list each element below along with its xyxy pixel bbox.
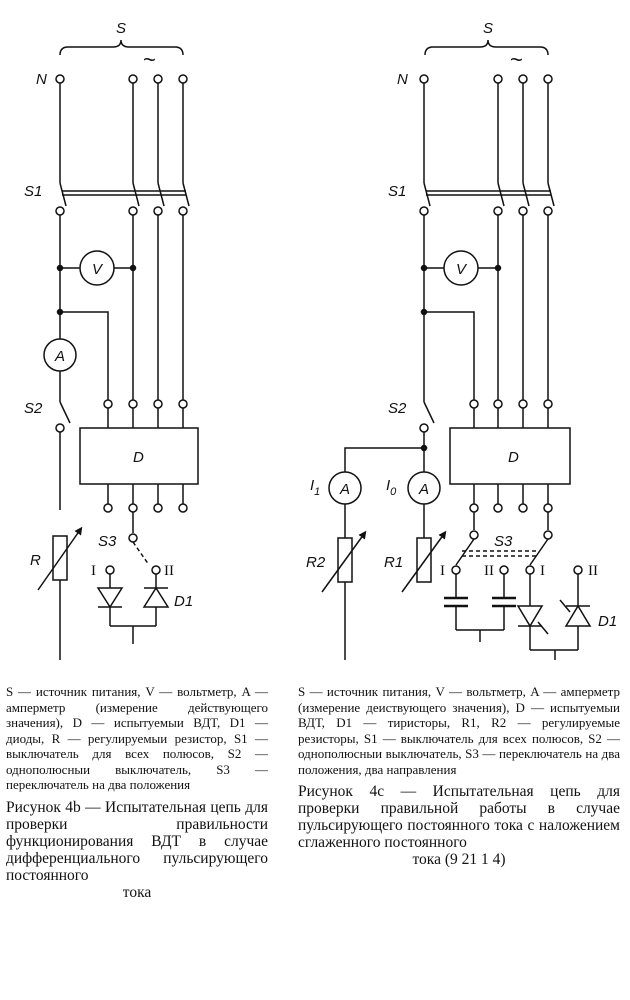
source-brace	[59, 39, 184, 56]
terminal-l1	[128, 74, 138, 84]
switch-s3	[132, 541, 150, 566]
label-ii-a: II	[484, 563, 494, 579]
label-v: V	[92, 261, 104, 278]
device-d	[79, 427, 199, 485]
switch-s1	[55, 182, 190, 216]
label-v: V	[456, 261, 468, 278]
figure-4c-caption: S — источник питания, V — вольтметр, A —…	[298, 684, 620, 868]
label-i0: I0	[386, 477, 397, 498]
label-s2: S2	[24, 400, 43, 417]
switch-s3	[455, 538, 549, 566]
label-a1: A	[339, 481, 350, 498]
label-s3: S3	[98, 533, 117, 550]
diode-d1-a	[96, 587, 124, 609]
figure-4b-title: Рисунок 4b — Испытательная цепь для пров…	[6, 799, 268, 901]
terminal-l3	[178, 74, 188, 84]
figure-4b-legend: S — источник питания, V — вольтметр, A —…	[6, 684, 268, 792]
label-ii-b: II	[588, 563, 598, 579]
terminal-n	[55, 74, 65, 84]
switch-s2	[59, 401, 71, 424]
label-d: D	[508, 449, 519, 466]
thyristor-d1-a	[516, 605, 549, 635]
label-a: A	[54, 348, 65, 365]
label-s1: S1	[24, 183, 42, 200]
capacitor-b	[492, 596, 516, 608]
label-ii: II	[164, 563, 174, 579]
label-s2: S2	[388, 400, 407, 417]
label-r: R	[30, 552, 41, 569]
source-brace	[424, 39, 549, 56]
switch-s2	[423, 401, 435, 424]
diode-d1-b	[142, 586, 170, 608]
label-i1: I1	[310, 477, 320, 498]
label-tilde: ~	[510, 47, 523, 72]
voltmeter	[443, 250, 479, 286]
voltmeter	[79, 250, 115, 286]
label-i: I	[91, 563, 96, 579]
label-n: N	[397, 71, 408, 88]
label-s3: S3	[494, 533, 513, 550]
figure-4b-title-text: Рисунок 4b — Испытательная цепь для пров…	[6, 798, 268, 884]
thyristor-d1-b	[559, 599, 592, 627]
circuit-diagrams: S N ~ S1	[24, 20, 617, 660]
capacitor-a	[444, 596, 468, 608]
figure-4b-circuit: S N ~ S1	[24, 20, 199, 660]
device-d	[449, 427, 571, 485]
label-d: D	[133, 449, 144, 466]
figure-4c-title-last: тока (9 21 1 4)	[412, 851, 506, 868]
label-tilde: ~	[143, 47, 156, 72]
figure-4b-caption: S — источник питания, V — вольтметр, A —…	[6, 684, 268, 901]
terminal-l2	[153, 74, 163, 84]
label-i-b: I	[540, 563, 545, 579]
label-r1: R1	[384, 554, 403, 571]
figure-4b-title-last: тока	[122, 883, 152, 901]
label-a2: A	[418, 481, 429, 498]
label-r2: R2	[306, 554, 326, 571]
label-s: S	[483, 20, 493, 37]
label-s: S	[116, 20, 126, 37]
label-i-a: I	[440, 563, 445, 579]
figure-4c-title-text: Рисунок 4c — Испытательная цепь для пров…	[298, 783, 620, 851]
label-s1: S1	[388, 183, 406, 200]
label-n: N	[36, 71, 47, 88]
figure-4c-circuit: S N ~ S1 V	[306, 20, 617, 660]
switch-s1	[419, 182, 555, 216]
resistor-r1	[416, 537, 432, 583]
label-d1: D1	[174, 593, 193, 610]
label-d1: D1	[598, 613, 617, 630]
figure-4c-title: Рисунок 4c — Испытательная цепь для пров…	[298, 783, 620, 868]
figure-4c-legend: S — источник питания, V — вольтметр, A —…	[298, 684, 620, 777]
